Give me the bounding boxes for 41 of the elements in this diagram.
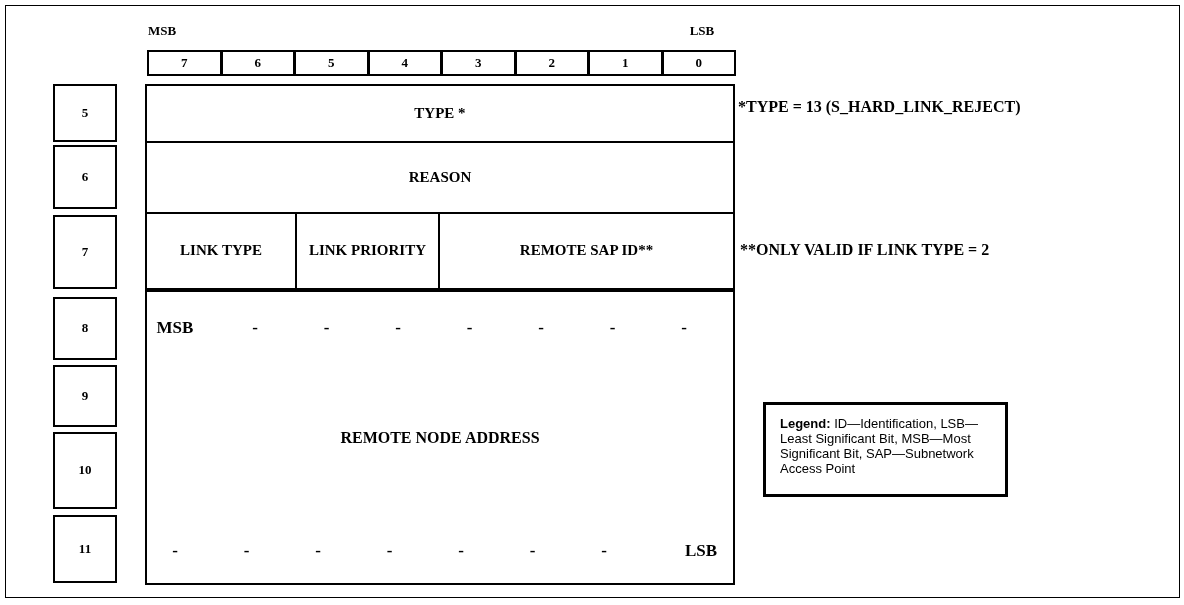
- bit-number-cell: 3: [441, 50, 516, 76]
- byte-number-cell: 11: [53, 515, 117, 583]
- dash-mark: -: [528, 540, 537, 563]
- bit-number-cell: 4: [367, 50, 442, 76]
- field-cell: TYPE *: [145, 84, 735, 143]
- dash-mark: -: [322, 317, 331, 340]
- field-cell: REASON: [145, 141, 735, 214]
- byte-number-cell: 7: [53, 215, 117, 289]
- dash-mark: -: [394, 317, 402, 340]
- dash-mark: -: [171, 540, 179, 563]
- bit-number-cell: 6: [220, 50, 295, 76]
- dash-mark: -: [385, 540, 394, 563]
- bit-number-cell: 0: [661, 50, 736, 76]
- dash-mark: -: [457, 540, 465, 563]
- bit-order-label: MSB: [155, 317, 195, 340]
- dash-mark: -: [465, 317, 474, 340]
- bit-number-cell: 5: [294, 50, 369, 76]
- byte-number-cell: 9: [53, 365, 117, 427]
- field-cell: LINK TYPE: [145, 212, 297, 290]
- dash-mark: -: [242, 540, 251, 563]
- dash-mark: -: [314, 540, 322, 563]
- footnote: *TYPE = 13 (S_HARD_LINK_REJECT): [738, 96, 1022, 118]
- dash-mark: -: [608, 317, 617, 340]
- dash-mark: -: [537, 317, 545, 340]
- byte-number-cell: 5: [53, 84, 117, 142]
- bit-order-label: LSB: [688, 22, 716, 40]
- legend-note: Legend: ID—Identification, LSB—Least Significant Bit, MSB—Most Significant Bit, SAP—Subnetwork Access Point: [763, 402, 1008, 497]
- field-name: REMOTE NODE ADDRESS: [339, 427, 541, 448]
- bit-number-cell: 7: [147, 50, 222, 76]
- byte-number-cell: 10: [53, 432, 117, 509]
- bit-number-cell: 1: [588, 50, 663, 76]
- dash-mark: -: [600, 540, 608, 563]
- footnote: **ONLY VALID IF LINK TYPE = 2: [740, 239, 991, 260]
- bit-order-label: MSB: [146, 22, 178, 40]
- byte-number-cell: 6: [53, 145, 117, 209]
- bit-number-cell: 2: [514, 50, 589, 76]
- field-cell: REMOTE SAP ID**: [438, 212, 735, 290]
- dash-mark: -: [251, 317, 259, 340]
- byte-number-cell: 8: [53, 297, 117, 360]
- dash-mark: -: [680, 317, 688, 340]
- bit-order-label: LSB: [683, 540, 719, 563]
